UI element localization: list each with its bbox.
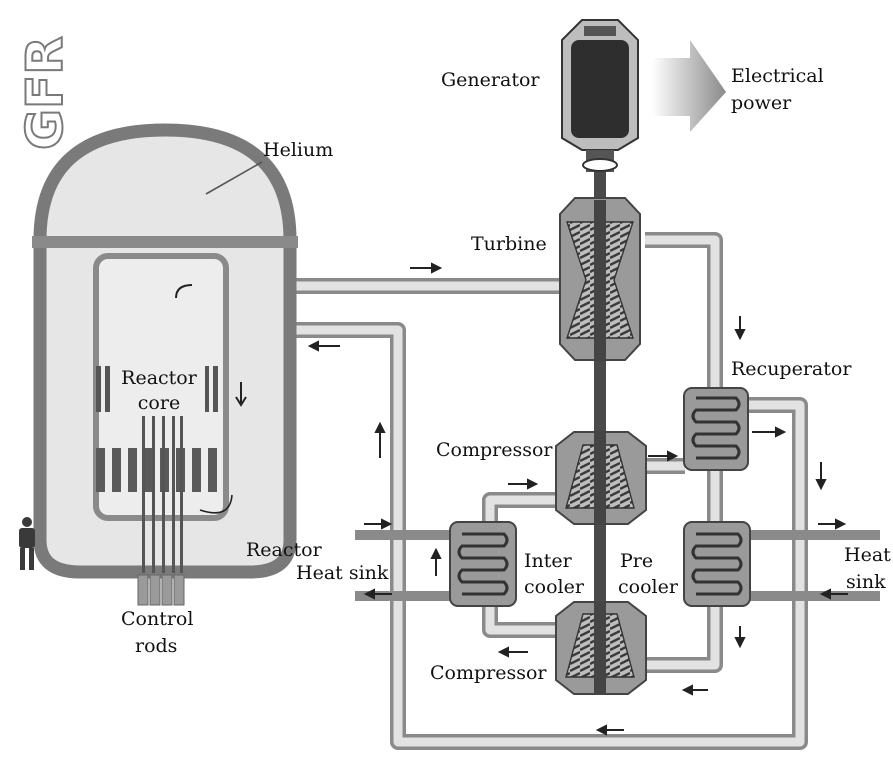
turbine-label: Turbine bbox=[471, 233, 547, 255]
electrical-power-arrow bbox=[652, 40, 726, 132]
pre-cooler-label-line1: Pre bbox=[620, 550, 654, 572]
electrical-power-label-line1: Electrical bbox=[731, 65, 824, 87]
generator-label: Generator bbox=[441, 69, 540, 91]
generator bbox=[561, 19, 639, 172]
recuperator bbox=[683, 387, 749, 471]
inter-cooler bbox=[449, 521, 517, 607]
pre-cooler bbox=[683, 521, 751, 607]
pre-cooler-label-line2: cooler bbox=[618, 576, 678, 598]
internal-flow-arrow bbox=[199, 494, 233, 514]
internal-flow-arrow bbox=[175, 284, 193, 299]
control-rod-drives bbox=[137, 415, 185, 606]
electrical-power-label-line2: power bbox=[731, 92, 792, 114]
compressor-lower-label: Compressor bbox=[430, 662, 547, 684]
helium-label: Helium bbox=[263, 139, 334, 161]
person-figure bbox=[19, 517, 35, 570]
helium-pointer-line bbox=[205, 161, 263, 195]
reactor-core-label-line1: Reactor bbox=[113, 366, 205, 391]
heat-sink-right-label-line2: sink bbox=[846, 571, 886, 593]
control-rods-label-line1: Control bbox=[121, 608, 194, 630]
flow-arrows bbox=[307, 262, 848, 736]
heat-sink-right-label-line1: Heat bbox=[844, 544, 891, 566]
control-rods-label-line2: rods bbox=[135, 635, 178, 657]
inter-cooler-label-line1: Inter bbox=[524, 550, 572, 572]
piping bbox=[215, 170, 880, 750]
reactor-core-label-line2: core bbox=[113, 391, 205, 416]
inter-cooler-label-line2: cooler bbox=[524, 576, 584, 598]
recuperator-label: Recuperator bbox=[731, 358, 852, 380]
compressor-upper bbox=[555, 431, 647, 525]
compressor-upper-label: Compressor bbox=[436, 439, 553, 461]
turbine bbox=[559, 197, 641, 361]
gfr-badge: GFR bbox=[15, 35, 75, 151]
internal-flow-arrow bbox=[235, 382, 247, 407]
reactor-vessel bbox=[32, 123, 298, 606]
compressor-lower bbox=[555, 601, 647, 695]
gfr-badge-text: GFR bbox=[16, 36, 74, 150]
reactor-label: Reactor bbox=[246, 539, 322, 561]
heat-sink-left-label: Heat sink bbox=[296, 562, 389, 584]
